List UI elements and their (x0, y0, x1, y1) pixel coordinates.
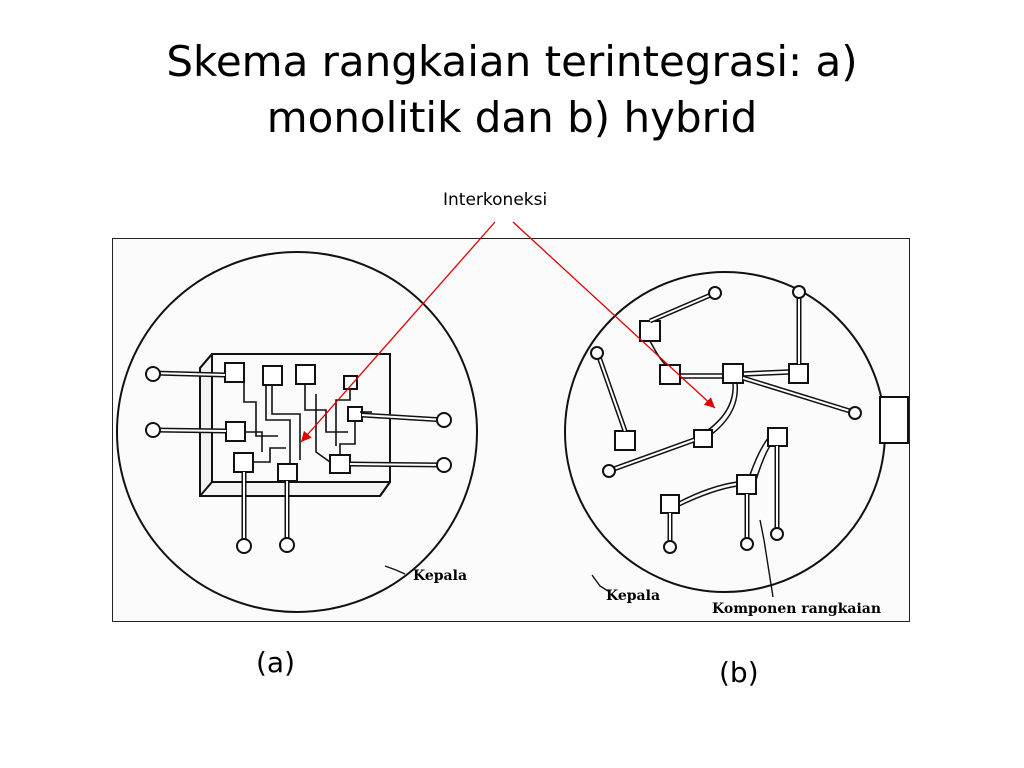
monolithic-circuit-diagram (116, 251, 478, 613)
circuit-component (788, 363, 809, 384)
circuit-component (767, 427, 788, 447)
chip-pad (233, 452, 254, 473)
circuit-component (693, 429, 713, 448)
hybrid-head-label: Kepala (606, 588, 660, 604)
circuit-component (659, 364, 681, 385)
chip-pad (225, 421, 246, 442)
monolithic-header-circle (116, 251, 478, 613)
figure-a-caption: (a) (256, 646, 296, 679)
monolithic-head-label: Kepala (413, 568, 467, 584)
interconnect-arrow-hybrid (512, 221, 716, 409)
chip-pad (329, 454, 351, 474)
monolithic-pads (224, 362, 363, 482)
chip-pad (277, 463, 298, 482)
slide-title-line-1: Skema rangkaian terintegrasi: a) (166, 37, 858, 86)
monolithic-interconnects (243, 372, 372, 464)
circuit-component (736, 474, 757, 495)
chip-pad (224, 362, 245, 383)
interconnect-arrows (300, 221, 716, 443)
circuit-component (660, 494, 680, 514)
hybrid-component-label: Komponen rangkaian (712, 601, 881, 617)
interconnect-arrow-monolithic (300, 221, 496, 443)
hybrid-circuit-diagram (564, 271, 909, 598)
hybrid-header-tab (879, 396, 909, 444)
hybrid-bond-wires (649, 340, 790, 507)
monolithic-leads (145, 366, 452, 554)
chip-pad (295, 364, 316, 385)
interconnect-label: Interkoneksi (443, 190, 548, 210)
circuit-component (722, 363, 744, 384)
chip-pad (262, 365, 283, 386)
figure-b-caption: (b) (719, 656, 759, 689)
chip-pad (347, 406, 363, 422)
circuit-component (614, 430, 636, 451)
circuit-component (639, 320, 661, 342)
slide-title-line-2: monolitik dan b) hybrid (266, 93, 758, 142)
hybrid-components (614, 320, 809, 514)
hybrid-header-circle (564, 271, 886, 593)
slide-title: Skema rangkaian terintegrasi: a) monolit… (0, 34, 1024, 146)
hybrid-leads (590, 285, 862, 554)
chip-pad (343, 375, 358, 390)
